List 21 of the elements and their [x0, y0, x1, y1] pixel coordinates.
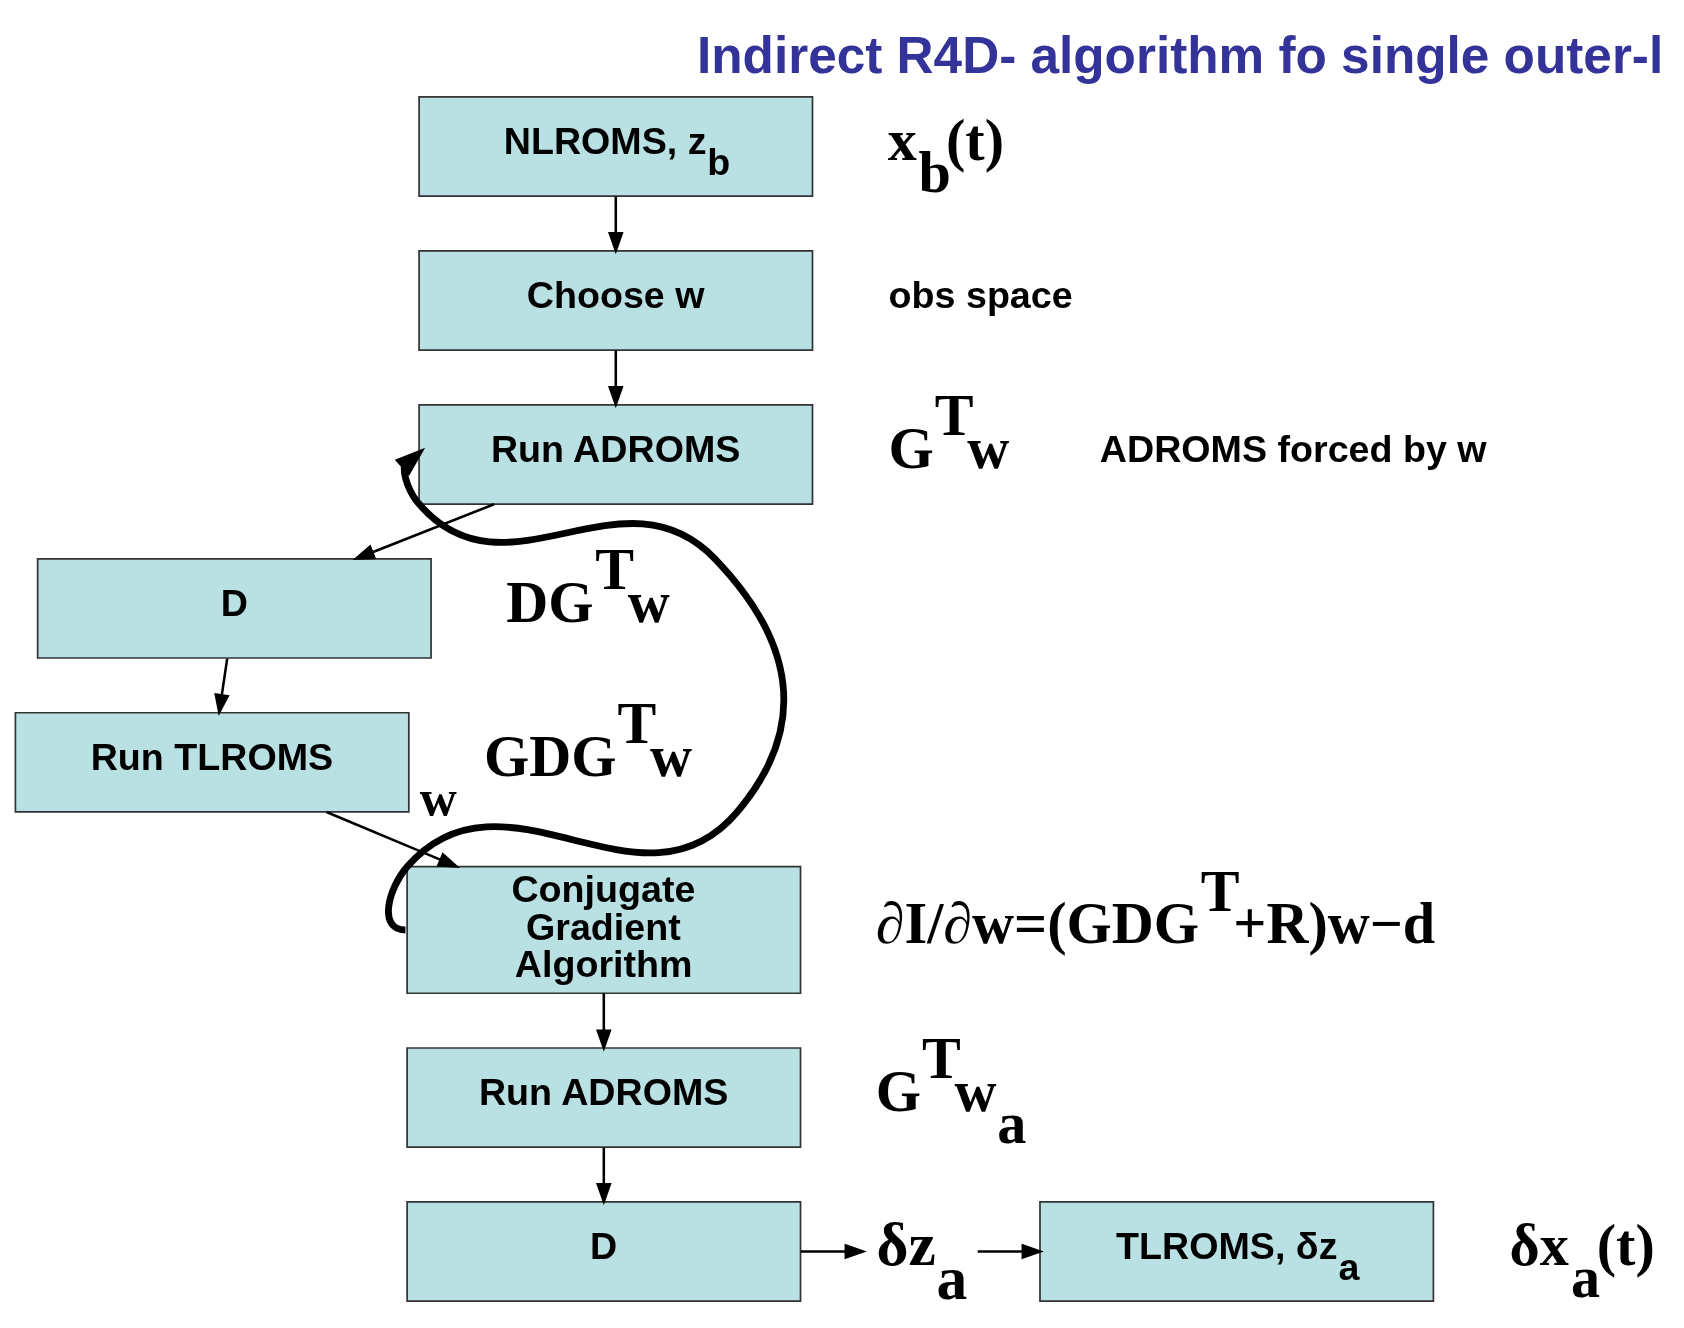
arrow: [596, 1147, 612, 1206]
arrow: [608, 196, 624, 255]
node-box: D: [406, 1201, 802, 1302]
edge-label: w: [419, 768, 457, 826]
label: ADROMS forced by w: [1099, 428, 1487, 471]
arrow: [800, 1243, 867, 1260]
arrow: [325, 810, 461, 868]
arrow: [596, 993, 612, 1052]
node-box: Run ADROMS: [418, 404, 814, 505]
diagram-title: Indirect R4D- algorithm fo single outer-l: [697, 27, 1664, 85]
node-box: Conjugate Gradient Algorithm: [406, 865, 802, 995]
arrow: [608, 350, 624, 409]
arrow: [214, 658, 230, 717]
node-box: Run TLROMS: [14, 711, 410, 813]
arrow: [385, 447, 787, 934]
node-box: Choose w: [418, 250, 814, 351]
node-box: D: [36, 557, 432, 659]
arrow: [352, 503, 495, 561]
node-box: Run ADROMS: [406, 1047, 802, 1149]
arrow: [977, 1243, 1044, 1260]
node-label: obs space: [888, 274, 1073, 317]
